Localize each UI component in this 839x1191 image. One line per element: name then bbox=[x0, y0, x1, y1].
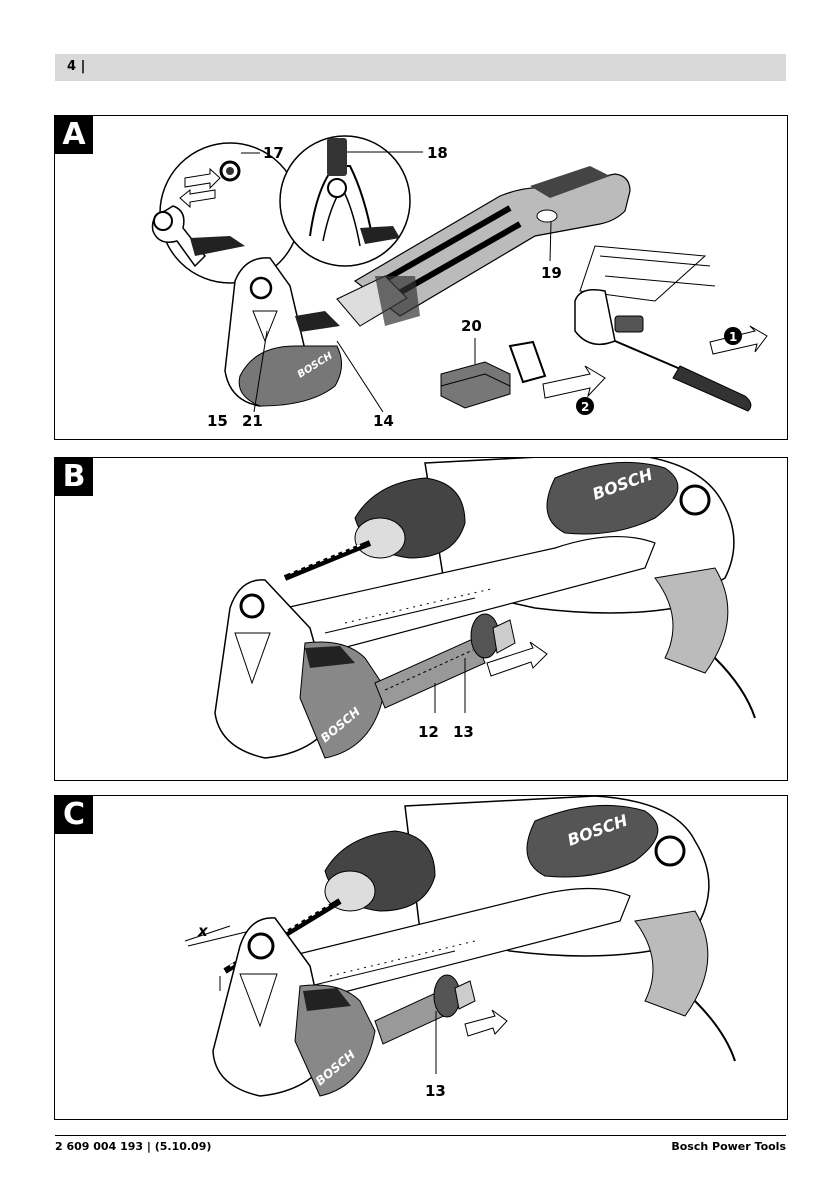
callout-19: 19 bbox=[541, 264, 562, 282]
callout-20: 20 bbox=[461, 317, 482, 335]
figure-b-illustration: BOSCH BOSCH 12 13 bbox=[214, 458, 756, 759]
callout-17: 17 bbox=[263, 144, 284, 162]
footer-rule bbox=[55, 1135, 786, 1136]
document-number: 2 609 004 193 | (5.10.09) bbox=[55, 1140, 212, 1153]
figure-panel-b: B BOSCH BOSCH 12 13 bbox=[54, 457, 788, 781]
callout-21: 21 bbox=[242, 412, 263, 430]
figure-panel-a: A 17 18 BOSCH 15 21 14 bbox=[54, 115, 788, 440]
figure-a-illustration: 17 18 BOSCH 15 21 14 19 20 bbox=[151, 135, 768, 430]
dimension-x: x bbox=[197, 922, 209, 940]
figure-c-illustration: BOSCH x BOSCH 13 bbox=[184, 796, 736, 1100]
callout-15: 15 bbox=[207, 412, 228, 430]
callout-14: 14 bbox=[373, 412, 394, 430]
step-marker-1: 1 bbox=[729, 330, 737, 344]
figure-panel-c: C BOSCH x BOSCH 13 bbox=[54, 795, 788, 1120]
callout-13-b: 13 bbox=[453, 723, 474, 741]
callout-12: 12 bbox=[418, 723, 439, 741]
panel-label-a: A bbox=[55, 116, 93, 154]
page-header-bar: 4 | bbox=[55, 54, 786, 81]
panel-label-b: B bbox=[55, 458, 93, 496]
page-number: 4 | bbox=[67, 59, 86, 74]
callout-13-c: 13 bbox=[425, 1082, 446, 1100]
publisher-name: Bosch Power Tools bbox=[671, 1140, 786, 1153]
step-marker-2: 2 bbox=[581, 400, 589, 414]
panel-label-c: C bbox=[55, 796, 93, 834]
callout-18: 18 bbox=[427, 144, 448, 162]
